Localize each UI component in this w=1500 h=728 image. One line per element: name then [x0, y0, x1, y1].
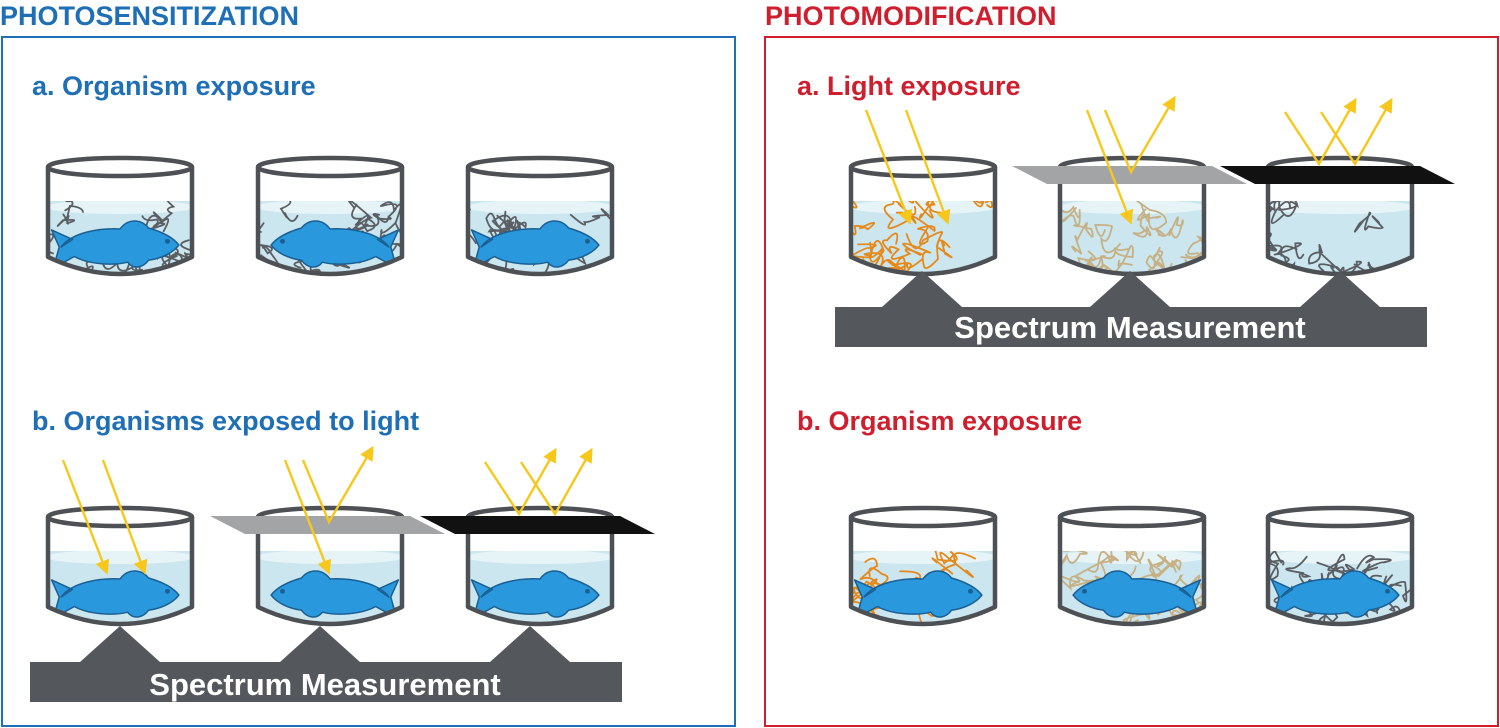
light-ray-icon [519, 447, 593, 517]
beaker-icon [45, 155, 195, 277]
beaker-water [48, 551, 192, 624]
photomodification-step-b-label: b. Organism exposure [797, 406, 1082, 436]
fish-icon [470, 220, 600, 269]
beaker-water [258, 201, 402, 274]
light-ray-icon [1103, 95, 1176, 175]
photomodification-step-a-label: a. Light exposure [797, 71, 1021, 101]
beaker-icon [1265, 505, 1415, 627]
beaker-icon [255, 155, 405, 277]
fish-icon [270, 220, 400, 269]
filter-cover-icon [420, 516, 655, 534]
photosensitization-step-a-beakers [45, 155, 615, 277]
filter-cover-icon [1220, 166, 1455, 184]
fish-icon [1072, 570, 1202, 619]
light-ray-icon [1319, 97, 1393, 167]
fish-icon [1270, 570, 1400, 619]
photosensitization-step-b-label: b. Organisms exposed to light [32, 406, 419, 436]
beaker-icon [45, 505, 195, 627]
fish-icon [853, 570, 983, 619]
fish-icon [470, 570, 600, 619]
beaker-water [1060, 551, 1204, 624]
photomodification-step-b-beakers [848, 505, 1415, 627]
fish-icon [50, 570, 180, 619]
fish-icon [270, 570, 400, 619]
beaker-water [851, 201, 995, 274]
photomodification-platform-label: Spectrum Measurement [954, 310, 1305, 345]
beaker-icon [465, 155, 615, 277]
light-ray-icon [483, 447, 557, 517]
photomodification-frame [764, 36, 1499, 727]
beaker-water [258, 551, 402, 624]
beaker-water [468, 201, 612, 274]
light-ray-icon [864, 109, 913, 225]
spectrometer-platform-icon: Spectrum Measurement [30, 626, 622, 702]
fish-icon [50, 220, 180, 269]
beaker-icon [465, 505, 615, 627]
beaker-icon [848, 505, 998, 627]
filter-cover-icon [1012, 166, 1247, 184]
photosensitization-panel: PHOTOSENSITIZATION a. Organism exposure … [0, 1, 736, 727]
photosensitization-step-a-label: a. Organism exposure [32, 71, 316, 101]
beaker-icon [1265, 155, 1415, 277]
light-ray-icon [283, 459, 332, 575]
light-ray-icon [61, 459, 110, 575]
light-ray-icon [904, 109, 951, 225]
beaker-icon [1057, 505, 1207, 627]
beaker-water [851, 551, 995, 624]
filter-cover-icon [210, 516, 445, 534]
photosensitization-step-b-beakers [45, 445, 655, 627]
beaker-icon [848, 155, 998, 277]
spectrometer-platform-icon: Spectrum Measurement [835, 271, 1427, 347]
light-ray-icon [1283, 97, 1357, 167]
photosensitization-platform-label: Spectrum Measurement [149, 667, 500, 702]
photomodification-step-a-beakers [848, 95, 1455, 277]
beaker-icon [255, 505, 405, 627]
beaker-water [1268, 551, 1412, 624]
photomodification-title: PHOTOMODIFICATION [765, 1, 1057, 31]
light-ray-icon [1085, 109, 1134, 225]
photosensitization-title: PHOTOSENSITIZATION [0, 1, 299, 31]
photosensitization-frame [1, 36, 736, 727]
light-ray-icon [101, 459, 148, 575]
light-ray-icon [301, 445, 374, 525]
beaker-water [468, 551, 612, 624]
photomodification-panel: PHOTOMODIFICATION a. Light exposure b. O… [764, 1, 1499, 727]
